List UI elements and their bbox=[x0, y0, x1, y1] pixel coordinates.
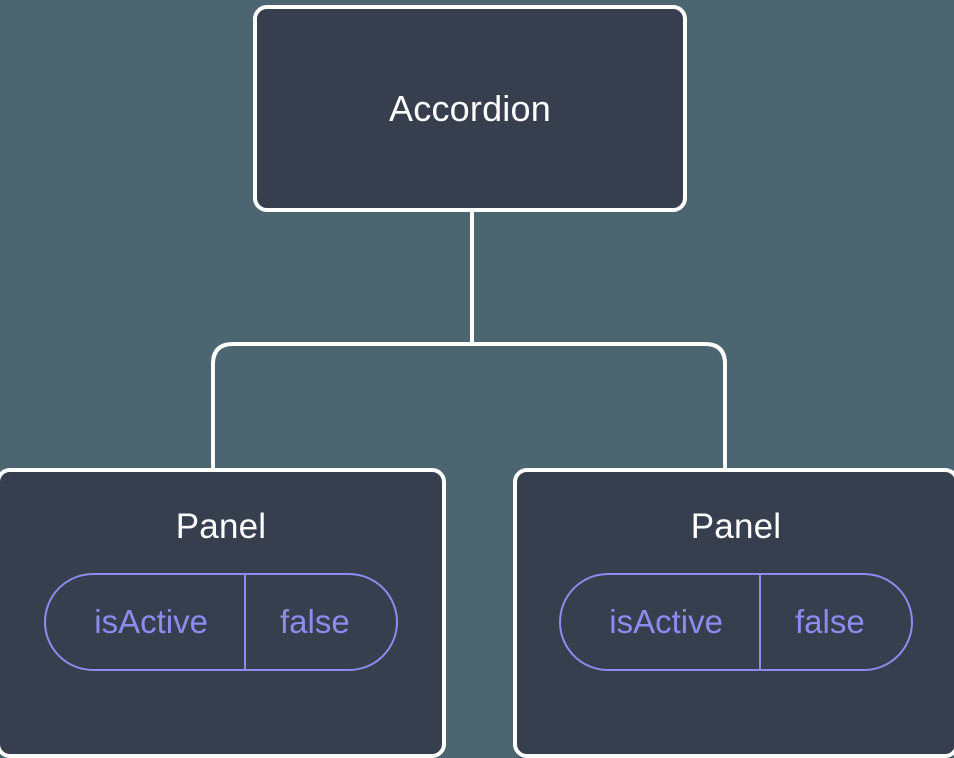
node-title: Panel bbox=[175, 507, 267, 546]
prop-key: isActive bbox=[94, 603, 208, 640]
tree-node-panel-1[interactable]: Panel isActive false bbox=[0, 468, 446, 758]
prop-badge[interactable]: isActive false bbox=[559, 572, 913, 671]
prop-badge[interactable]: isActive false bbox=[44, 572, 398, 671]
prop-value: false bbox=[758, 574, 911, 669]
node-title: Accordion bbox=[389, 87, 551, 129]
tree-node-accordion[interactable]: Accordion bbox=[253, 5, 687, 212]
node-title: Panel bbox=[690, 507, 782, 546]
tree-node-panel-2[interactable]: Panel isActive false bbox=[513, 468, 954, 758]
connector-children-bus bbox=[211, 342, 727, 470]
diagram-canvas: Accordion Panel isActive false Panel isA… bbox=[0, 5, 954, 758]
prop-value: false bbox=[243, 574, 396, 669]
prop-key: isActive bbox=[609, 603, 723, 640]
